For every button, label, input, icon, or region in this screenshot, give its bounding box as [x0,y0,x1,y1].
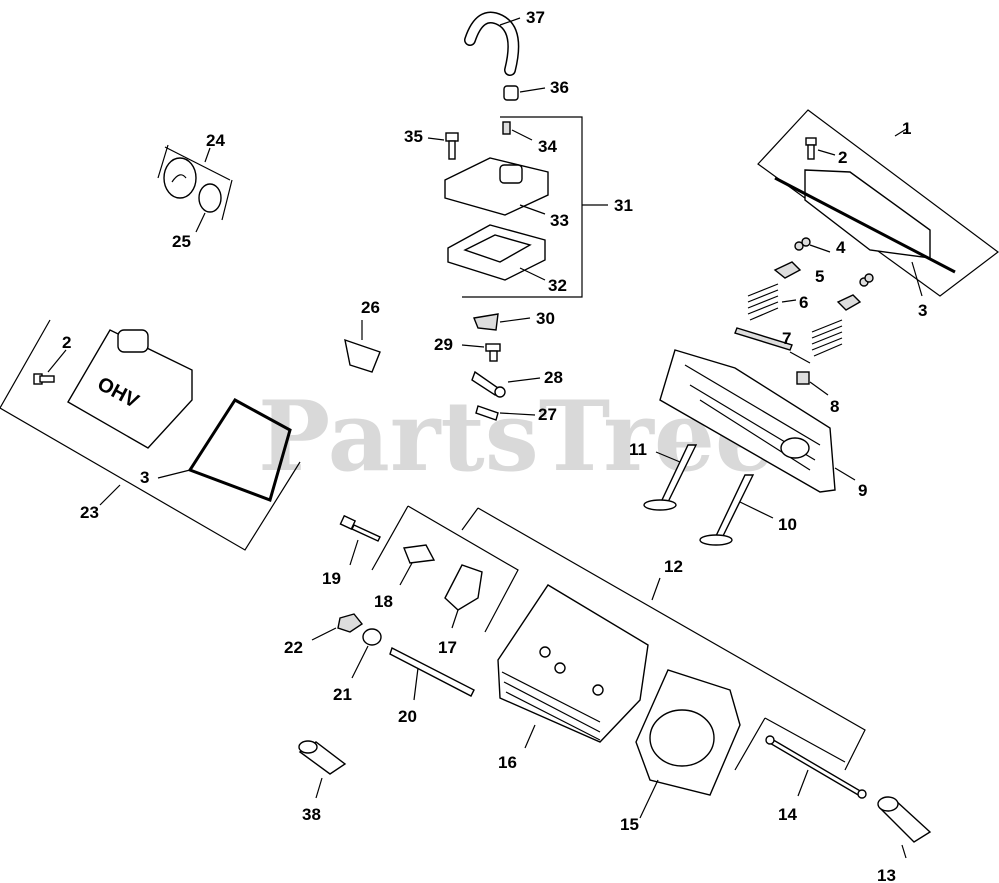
push-rod-part[interactable] [734,327,793,351]
callout-30: 30 [536,309,555,328]
pad-part[interactable] [473,313,499,331]
valve-cap-part[interactable] [796,371,810,385]
breather-hose-part[interactable] [464,11,520,76]
callout-15: 15 [620,815,639,834]
callout-29: 29 [434,335,453,354]
callout-7: 7 [782,329,791,348]
bracket-part[interactable] [344,338,381,373]
screw-part[interactable] [445,132,459,160]
push-rod-part-lower[interactable] [765,735,867,799]
bushing-part[interactable] [403,544,436,564]
callout-25: 25 [172,232,191,251]
sleeve-part[interactable] [298,740,347,775]
callout-37: 37 [526,8,545,27]
callout-14: 14 [778,805,797,824]
callout-11: 11 [629,440,647,459]
valve-keeper-part[interactable] [794,237,874,287]
callout-17: 17 [438,638,457,657]
callout-19: 19 [322,569,341,588]
callout-33: 33 [550,211,569,230]
callout-23: 23 [80,503,99,522]
callout-1: 1 [902,119,911,138]
clip-part[interactable] [475,405,499,421]
callout-28: 28 [544,368,563,387]
cover-screw-part-left[interactable] [33,373,55,385]
head-gasket-part[interactable] [635,669,741,796]
callout-18: 18 [374,592,393,611]
callout-2-left: 2 [62,333,71,352]
callout-34: 34 [538,137,557,156]
intake-valve-part[interactable] [643,444,698,511]
callout-20: 20 [398,707,417,726]
washer-part[interactable] [362,628,382,646]
callout-10: 10 [778,515,797,534]
breather-gasket-part[interactable] [447,224,546,281]
callout-26: 26 [361,298,380,317]
callout-8: 8 [830,397,839,416]
terminal-part[interactable] [471,370,506,398]
callout-22: 22 [284,638,303,657]
callout-38: 38 [302,805,321,824]
valve-spring-part[interactable] [747,283,843,357]
cover-screw-part[interactable] [805,137,817,160]
valve-lifter-part[interactable] [877,796,932,843]
callout-13: 13 [877,866,896,883]
o-ring-part[interactable] [198,183,222,213]
callout-27: 27 [538,405,557,424]
callout-3-left: 3 [140,468,149,487]
callout-5: 5 [815,267,824,286]
breather-cover-part[interactable] [444,157,549,216]
callout-6: 6 [799,293,808,312]
callout-35: 35 [404,127,423,146]
nut-part[interactable] [337,613,364,633]
callout-2-right: 2 [838,148,847,167]
fitting-screw-part[interactable] [485,343,501,362]
oil-fill-cap-part[interactable] [163,157,197,199]
cover-gasket-part[interactable] [187,398,292,502]
callout-16: 16 [498,753,517,772]
callout-32: 32 [548,276,567,295]
callout-12: 12 [664,557,683,576]
ohv-valve-cover-part[interactable]: OHV [67,329,193,449]
head-bolt-part[interactable] [339,514,381,542]
plug-part[interactable] [502,121,511,135]
stud-part[interactable] [389,647,475,697]
hose-clamp-part[interactable] [503,85,519,101]
callout-31: 31 [614,196,633,215]
callout-9: 9 [858,481,867,500]
rocker-housing-part[interactable] [659,349,836,493]
exhaust-valve-part[interactable] [699,474,755,546]
callout-3-right: 3 [918,301,927,320]
spring-retainer-part[interactable] [773,261,862,311]
callout-36: 36 [550,78,569,97]
callout-4: 4 [836,238,846,257]
callout-21: 21 [333,685,352,704]
valve-cover-part[interactable] [774,169,956,274]
callout-24: 24 [206,131,225,150]
rocker-arm-part[interactable] [444,564,483,611]
cylinder-head-part[interactable] [497,584,649,743]
